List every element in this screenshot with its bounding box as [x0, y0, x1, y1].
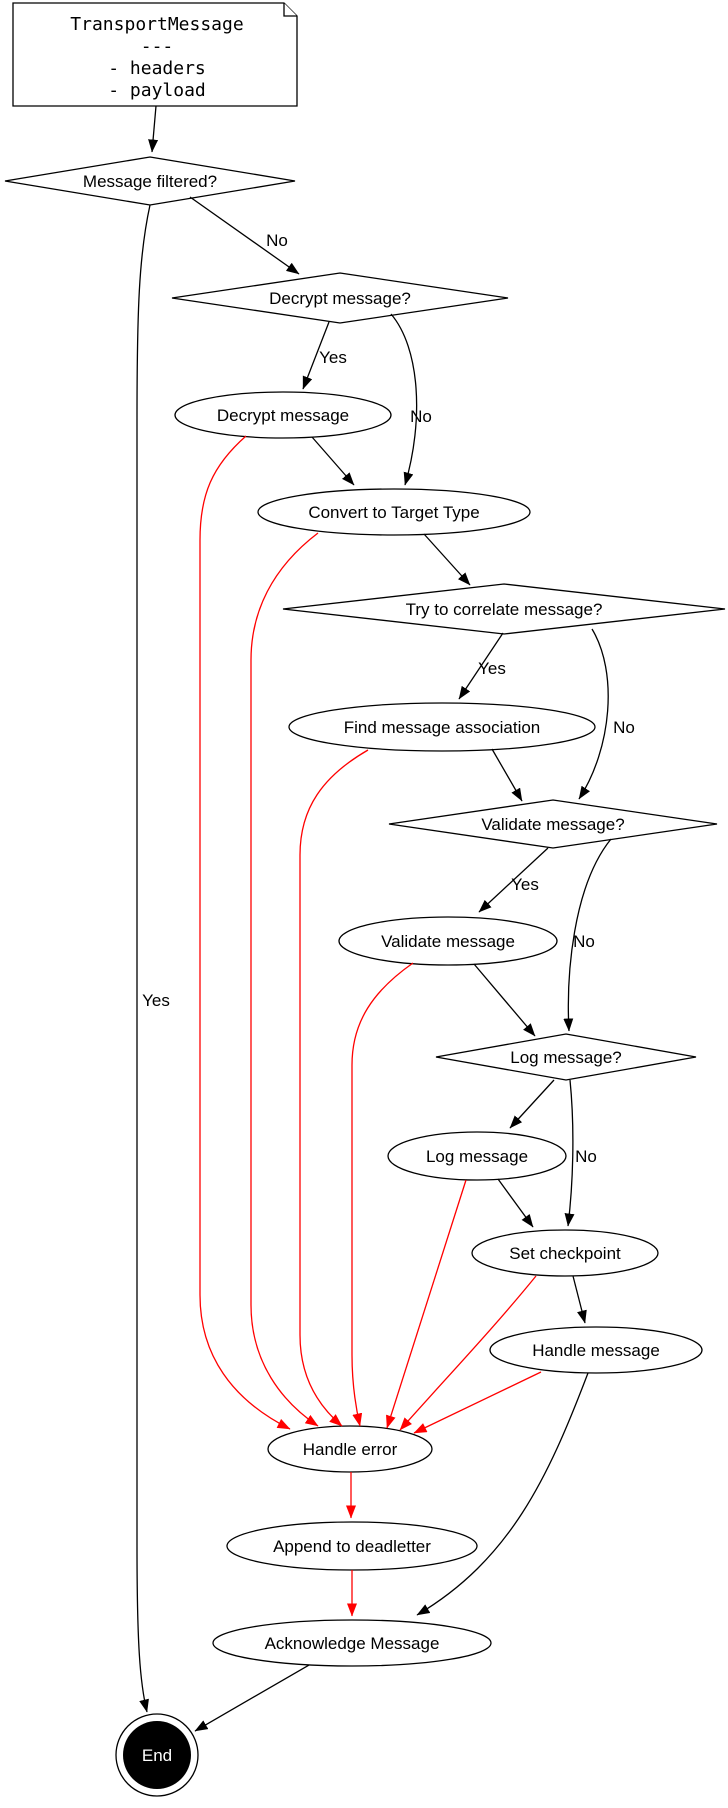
edge-handle-to-ack [416, 1372, 589, 1616]
edge-find-error [299, 749, 369, 1427]
edge-validate-no [563, 838, 612, 1032]
node-label-decrypt-message-activity: Decrypt message [217, 406, 349, 425]
ellipse-shape [267, 1425, 433, 1473]
node-decrypt-message-activity: Decrypt message [174, 391, 392, 439]
edge-log-no-label: No [575, 1147, 597, 1166]
edge-filtered-no [189, 196, 300, 275]
node-end-node: End [115, 1713, 199, 1797]
edge-correlate-no [578, 628, 609, 800]
node-label-validate-message-activity: Validate message [381, 932, 515, 951]
edge-convert-error [250, 532, 319, 1427]
node-handle-message-activity: Handle message [489, 1326, 703, 1374]
node-label-convert-to-target-type-activity: Convert to Target Type [308, 503, 479, 522]
edge-correlate-yes-label: Yes [478, 659, 506, 678]
ellipse-shape [489, 1326, 703, 1374]
note-fold-icon [283, 3, 297, 17]
ellipse-shape [174, 391, 392, 439]
node-label-end-node: End [142, 1746, 172, 1765]
edge-checkpoint-error [399, 1275, 537, 1431]
edge-ack-to-end [194, 1664, 310, 1732]
note-line: - payload [108, 80, 206, 101]
edge-decrypt-yes-label: Yes [319, 348, 347, 367]
node-label-log-message-choice: Log message? [510, 1048, 622, 1067]
ellipse-shape [257, 488, 531, 536]
end-inner-circle [123, 1721, 191, 1789]
ellipse-shape [387, 1131, 567, 1181]
node-validate-message-activity: Validate message [338, 916, 558, 966]
node-label-log-message-activity: Log message [426, 1147, 528, 1166]
edge-decrypt-to-convert [311, 436, 355, 486]
edge-log-no [564, 1079, 575, 1227]
diamond-shape [171, 272, 509, 324]
note-line: TransportMessage [70, 14, 243, 35]
node-label-acknowledge-message-activity: Acknowledge Message [265, 1634, 440, 1653]
node-label-find-message-association-activity: Find message association [344, 718, 541, 737]
edge-checkpoint-to-handle [572, 1275, 587, 1324]
edge-logact-to-checkpoint [497, 1178, 534, 1228]
diamond-shape [282, 583, 726, 635]
edges-layer [136, 105, 612, 1732]
node-handle-error-activity: Handle error [267, 1425, 433, 1473]
node-label-validate-message-choice: Validate message? [481, 815, 624, 834]
edge-validate-to-log [473, 963, 536, 1037]
node-append-to-deadletter-activity: Append to deadletter [226, 1521, 478, 1571]
node-message-filtered-choice: Message filtered? [4, 156, 296, 206]
node-label-message-filtered-choice: Message filtered? [83, 172, 217, 191]
node-log-message-activity: Log message [387, 1131, 567, 1181]
edge-validate-error [351, 962, 414, 1427]
edge-decrypt-yes [302, 321, 330, 390]
edge-find-to-validate [491, 748, 523, 802]
edge-correlate-no-label: No [613, 718, 635, 737]
edge-decrypt-no-label: No [410, 407, 432, 426]
edge-correlate-yes [458, 632, 504, 700]
node-acknowledge-message-activity: Acknowledge Message [212, 1619, 492, 1667]
node-set-checkpoint-activity: Set checkpoint [471, 1229, 659, 1277]
node-label-set-checkpoint-activity: Set checkpoint [509, 1244, 621, 1263]
edge-validate-yes-label: Yes [511, 875, 539, 894]
node-try-to-correlate-choice: Try to correlate message? [282, 583, 726, 635]
ellipse-shape [212, 1619, 492, 1667]
note-line: --- [141, 36, 174, 57]
note-shape [12, 2, 298, 107]
node-label-append-to-deadletter-activity: Append to deadletter [273, 1537, 431, 1556]
note-line: - headers [108, 58, 206, 79]
node-label-decrypt-message-choice: Decrypt message? [269, 289, 411, 308]
ellipse-shape [288, 702, 596, 752]
ellipse-shape [471, 1229, 659, 1277]
edge-validate-yes [478, 847, 549, 913]
node-validate-message-choice: Validate message? [388, 799, 718, 849]
edge-filtered-yes [136, 204, 151, 1713]
diamond-shape [388, 799, 718, 849]
node-transport-message-note: TransportMessage---- headers- payload [12, 2, 298, 107]
diamond-shape [435, 1033, 697, 1081]
edge-filtered-yes-label: Yes [142, 991, 170, 1010]
edge-handle-error [413, 1371, 542, 1434]
nodes-layer: TransportMessage---- headers- payloadMes… [4, 2, 726, 1797]
node-decrypt-message-choice: Decrypt message? [171, 272, 509, 324]
node-find-message-association-activity: Find message association [288, 702, 596, 752]
edge-validate-no-label: No [573, 932, 595, 951]
edge-log-yes [509, 1079, 555, 1129]
node-label-try-to-correlate-choice: Try to correlate message? [406, 600, 603, 619]
edge-decrypt-no [390, 313, 418, 486]
edge-start-to-filtered [148, 105, 159, 153]
edge-filtered-no-label: No [266, 231, 288, 250]
edge-decrypt-error [199, 435, 291, 1430]
node-label-handle-message-activity: Handle message [532, 1341, 660, 1360]
node-label-handle-error-activity: Handle error [303, 1440, 398, 1459]
node-convert-to-target-type-activity: Convert to Target Type [257, 488, 531, 536]
node-log-message-choice: Log message? [435, 1033, 697, 1081]
edge-convert-to-correlate [423, 533, 471, 586]
ellipse-shape [338, 916, 558, 966]
edge-logact-error [386, 1179, 467, 1429]
